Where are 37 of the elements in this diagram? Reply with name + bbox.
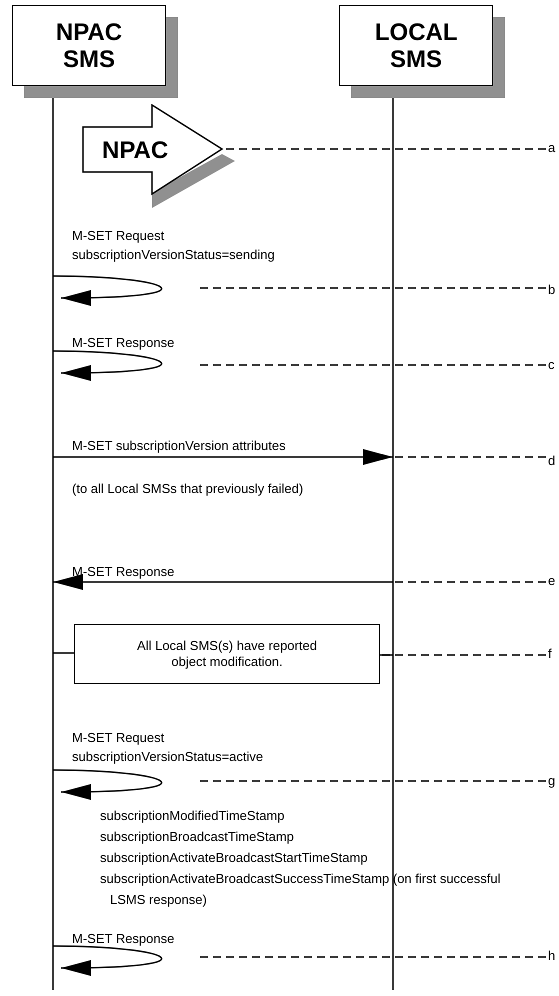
connector-line (53, 652, 74, 654)
block-arrow (82, 104, 237, 208)
leader-line (393, 456, 546, 458)
callout-letter: g (548, 773, 556, 789)
leader-line (224, 148, 546, 150)
note-box (74, 624, 380, 684)
message-label: M-SET Response (72, 930, 176, 948)
participant-name: NPAC SMS (56, 18, 122, 72)
callout-letter: d (548, 453, 556, 469)
callout-letter: h (548, 948, 556, 964)
message-label: M-SET Response (72, 563, 174, 581)
message-arrow (53, 574, 393, 590)
message-arrow (53, 449, 393, 465)
attribute-name: subscriptionActivateBroadcastStartTimeStamp (100, 849, 368, 867)
participant-name: LOCAL SMS (374, 18, 458, 72)
message-note: (to all Local SMSs that previously failed) (72, 480, 304, 498)
attribute-name: subscriptionModifiedTimeStamp (100, 807, 284, 825)
callout-letter: b (548, 282, 556, 298)
message-label: M-SET Request subscriptionVersionStatus=active (72, 729, 264, 766)
message-label: M-SET Request subscriptionVersionStatus=sending (72, 227, 276, 264)
self-message-arrow (52, 769, 162, 800)
message-label: M-SET subscriptionVersion attributes (72, 437, 286, 455)
self-message-arrow (52, 275, 162, 306)
callout-letter: f (548, 646, 552, 662)
leader-line (393, 581, 546, 583)
callout-letter: a (548, 140, 556, 156)
callout-letter: e (548, 573, 556, 589)
callout-letter: c (548, 357, 554, 373)
attribute-name: subscriptionActivateBroadcastSuccessTimeStamp (on first successful LSMS response) (100, 870, 502, 909)
connector-line (380, 654, 393, 656)
note-text: All Local SMS(s) have reported object modification. (136, 638, 318, 670)
leader-line (380, 654, 546, 656)
arrow-text: NPAC (102, 137, 168, 164)
self-message-arrow (52, 350, 162, 381)
message-label: M-SET Response (72, 334, 176, 352)
self-message-arrow (52, 945, 162, 976)
attribute-name: subscriptionBroadcastTimeStamp (100, 828, 294, 846)
